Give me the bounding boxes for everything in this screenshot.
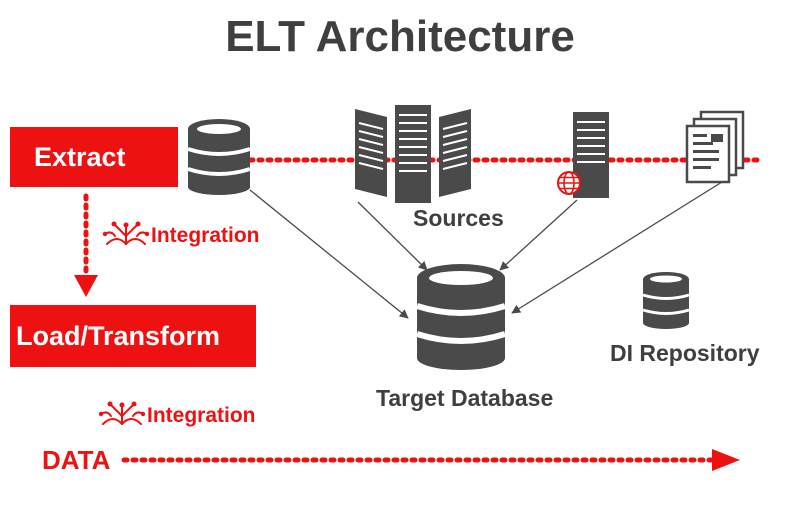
target-database-label: Target Database [376,385,554,411]
sources-label: Sources [413,205,504,231]
load-transform-stage-label: Load/Transform [16,320,221,351]
integration-label-bottom: Integration [147,404,256,427]
extract-to-load-arrowhead [74,275,98,297]
integration-label-top: Integration [151,224,260,247]
web-server-icon [573,112,609,198]
target-database-icon [416,264,506,370]
data-label: DATA [42,445,111,475]
extract-stage-label: Extract [34,141,126,172]
extract-stage-box: Extract [10,127,178,187]
di-repository-database-icon [642,272,690,329]
database-icon [187,119,251,195]
page-title: ELT Architecture [225,12,575,61]
di-repository-label: DI Repository [610,340,760,366]
integration-icon [103,221,149,245]
connector-db-to-target [249,189,409,319]
server-rack-icon [355,105,471,203]
documents-icon [685,110,745,184]
connector-docs-to-target [511,181,723,314]
data-arrowhead [712,449,740,471]
integration-icon-bottom [99,401,145,425]
globe-icon [557,171,581,195]
connector-webserver-to-target [499,199,578,271]
load-transform-stage-box: Load/Transform [10,305,256,367]
connector-servers-to-target [357,201,428,271]
